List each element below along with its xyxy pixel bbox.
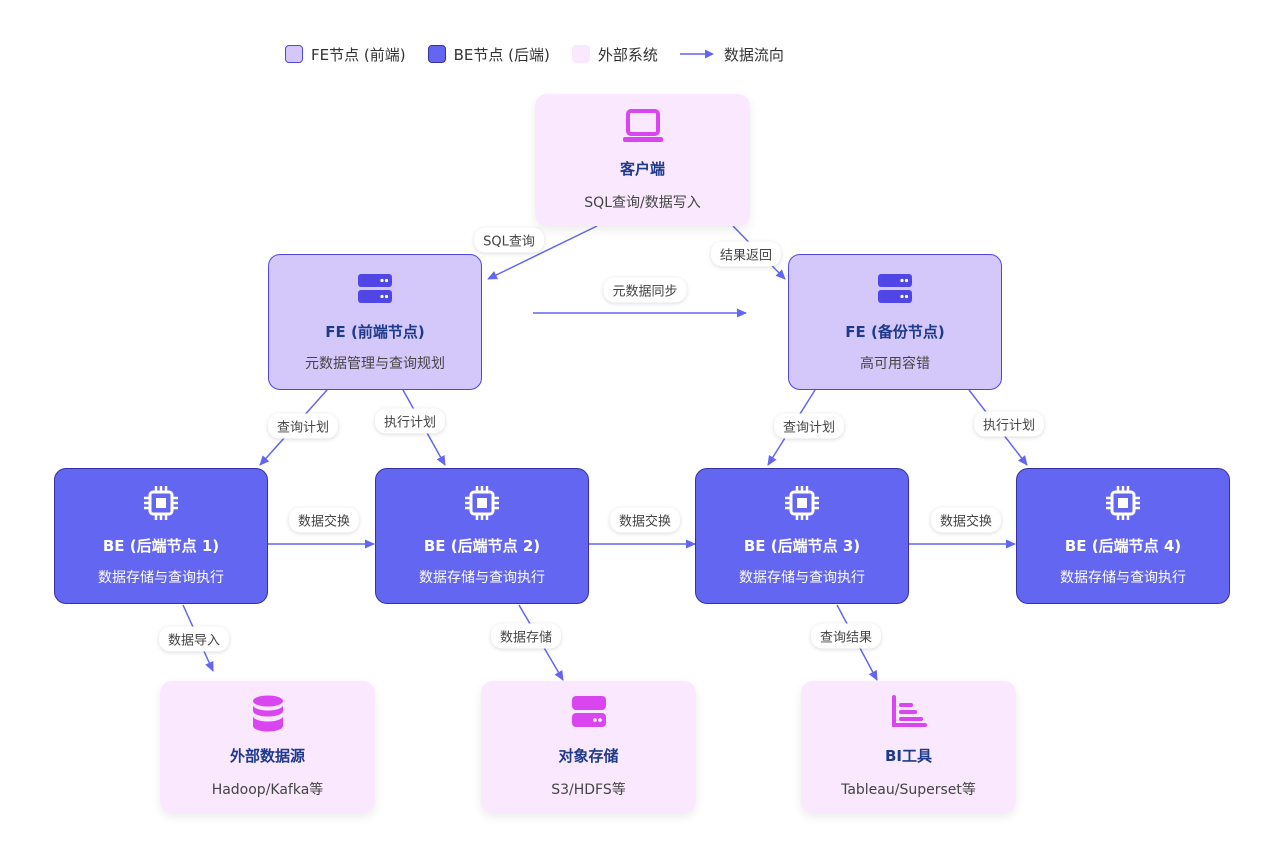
legend-item-fe: FE节点 (前端) [285, 44, 406, 65]
bar-chart-icon [891, 695, 927, 727]
node-subtitle: S3/HDFS等 [551, 782, 626, 798]
fe-backup-node: FE (备份节点) 高可用容错 [788, 254, 1002, 390]
edge-label: 执行计划 [374, 408, 446, 434]
legend-item-dataflow: 数据流向 [679, 44, 784, 65]
edge-label: 数据交换 [930, 507, 1002, 533]
node-subtitle: 数据存储与查询执行 [739, 570, 865, 586]
database-icon [252, 695, 283, 732]
node-subtitle: 数据存储与查询执行 [419, 570, 545, 586]
edge-label: 数据存储 [490, 623, 562, 649]
server-icon [358, 274, 392, 303]
be-node-1: BE (后端节点 1) 数据存储与查询执行 [54, 468, 268, 604]
be-node-4: BE (后端节点 4) 数据存储与查询执行 [1016, 468, 1230, 604]
external-swatch [571, 45, 590, 63]
edge-label: 元数据同步 [603, 277, 687, 303]
node-title: FE (备份节点) [845, 323, 945, 341]
edge-client-fe [487, 225, 598, 280]
edge-label: 数据导入 [158, 626, 230, 652]
edge-label: 数据交换 [288, 507, 360, 533]
legend-label: 数据流向 [723, 45, 784, 64]
node-title: 外部数据源 [229, 747, 305, 765]
edge-label: 结果返回 [710, 241, 782, 267]
legend-label: BE节点 (后端) [453, 45, 550, 64]
be-node-3: BE (后端节点 3) 数据存储与查询执行 [695, 468, 909, 604]
node-subtitle: Hadoop/Kafka等 [211, 782, 324, 798]
bi-tool-node: BI工具 Tableau/Superset等 [801, 681, 1016, 813]
client-node: 客户端 SQL查询/数据写入 [535, 94, 750, 226]
laptop-icon [622, 109, 663, 142]
node-subtitle: 数据存储与查询执行 [98, 570, 224, 586]
node-title: 对象存储 [558, 747, 619, 765]
edge-label: 查询计划 [773, 413, 845, 439]
legend-label: 外部系统 [597, 45, 658, 64]
node-title: FE (前端节点) [325, 323, 425, 341]
chip-icon [1106, 486, 1140, 520]
node-title: 客户端 [619, 160, 665, 178]
edge-label: 数据交换 [609, 507, 681, 533]
edge-label: 执行计划 [973, 411, 1045, 437]
edge-label: 查询结果 [810, 623, 882, 649]
node-subtitle: 高可用容错 [860, 356, 930, 372]
fe-swatch [285, 45, 303, 63]
chip-icon [465, 486, 499, 520]
node-subtitle: 数据存储与查询执行 [1060, 570, 1186, 586]
node-subtitle: Tableau/Superset等 [841, 782, 976, 798]
storage-icon [571, 696, 606, 727]
legend-label: FE节点 (前端) [311, 45, 406, 64]
arrow-icon [679, 49, 714, 59]
node-title: BE (后端节点 1) [102, 537, 220, 555]
node-title: BI工具 [884, 747, 932, 765]
fe-main-node: FE (前端节点) 元数据管理与查询规划 [268, 254, 482, 390]
be-swatch [427, 45, 446, 63]
node-title: BE (后端节点 2) [423, 537, 541, 555]
chip-icon [785, 486, 819, 520]
object-storage-node: 对象存储 S3/HDFS等 [481, 681, 696, 813]
be-node-2: BE (后端节点 2) 数据存储与查询执行 [375, 468, 589, 604]
external-source-node: 外部数据源 Hadoop/Kafka等 [160, 681, 375, 813]
node-title: BE (后端节点 3) [743, 537, 861, 555]
chip-icon [144, 486, 178, 520]
node-title: BE (后端节点 4) [1064, 537, 1182, 555]
node-subtitle: 元数据管理与查询规划 [305, 356, 445, 372]
legend-item-external: 外部系统 [571, 44, 658, 65]
legend-item-be: BE节点 (后端) [427, 44, 550, 65]
node-subtitle: SQL查询/数据写入 [584, 195, 701, 211]
edge-label: 查询计划 [267, 413, 339, 439]
edge-label: SQL查询 [474, 227, 544, 253]
legend: FE节点 (前端) BE节点 (后端) 外部系统 数据流向 [285, 42, 806, 66]
server-icon [878, 274, 912, 303]
